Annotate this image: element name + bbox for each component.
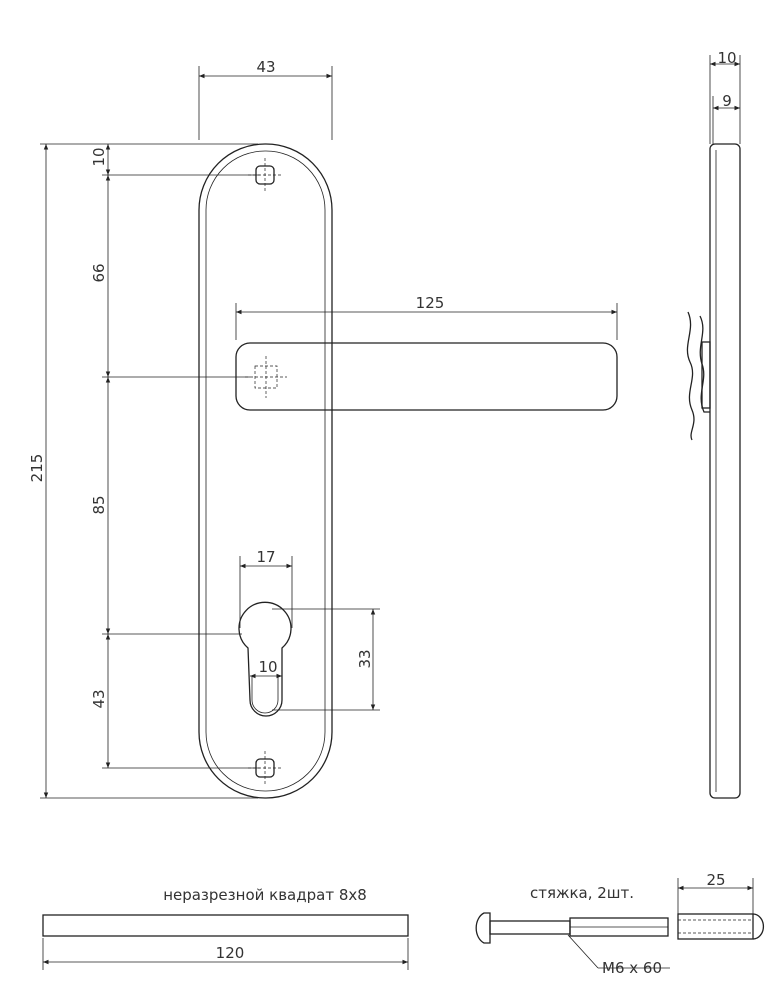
- spindle-label: неразрезной квадрат 8х8: [163, 886, 367, 904]
- dim-cylinder-width-text: 17: [256, 548, 275, 566]
- spindle: неразрезной квадрат 8х8 120: [42, 886, 409, 970]
- cylinder-keyhole: [238, 601, 292, 717]
- dim-lever-length-text: 125: [416, 294, 445, 312]
- side-view: [686, 143, 741, 799]
- dim-chain: 10 66 85 43: [90, 144, 260, 769]
- dim-spindle-length-text: 120: [216, 944, 245, 962]
- backplate: [198, 143, 333, 799]
- dim-side-inner-text: 9: [722, 92, 732, 110]
- dim-cylinder-width: 17: [239, 548, 293, 628]
- dim-overall-height-text: 215: [28, 454, 46, 483]
- dim-slot-width: 10: [250, 658, 282, 679]
- dim-plate-width: 43: [198, 58, 333, 140]
- dim-plate-width-text: 43: [256, 58, 275, 76]
- dim-side-thickness-text: 10: [717, 49, 736, 67]
- screw-size-label: М6 х 60: [602, 959, 662, 977]
- dim-side-thickness: 10: [709, 49, 741, 144]
- dim-lever-length: 125: [235, 294, 618, 340]
- dim-screw-length-text: 25: [706, 871, 725, 889]
- dim-slot-width-text: 10: [258, 658, 277, 676]
- dim-side-inner: 9: [712, 92, 740, 144]
- dim-spacing-lower-text: 43: [90, 689, 108, 708]
- dim-hole-offset-text: 10: [90, 147, 108, 166]
- dim-cylinder-height: 33: [272, 608, 380, 711]
- screws-label: стяжка, 2шт.: [530, 884, 634, 902]
- tie-screws: стяжка, 2шт. М6 х 60 25: [475, 871, 765, 977]
- dim-cylinder-height-text: 33: [356, 649, 374, 668]
- dim-overall-height: 215: [28, 143, 258, 799]
- dim-spacing-upper-text: 66: [90, 263, 108, 282]
- dim-spacing-middle-text: 85: [90, 495, 108, 514]
- lever-handle: [235, 342, 618, 411]
